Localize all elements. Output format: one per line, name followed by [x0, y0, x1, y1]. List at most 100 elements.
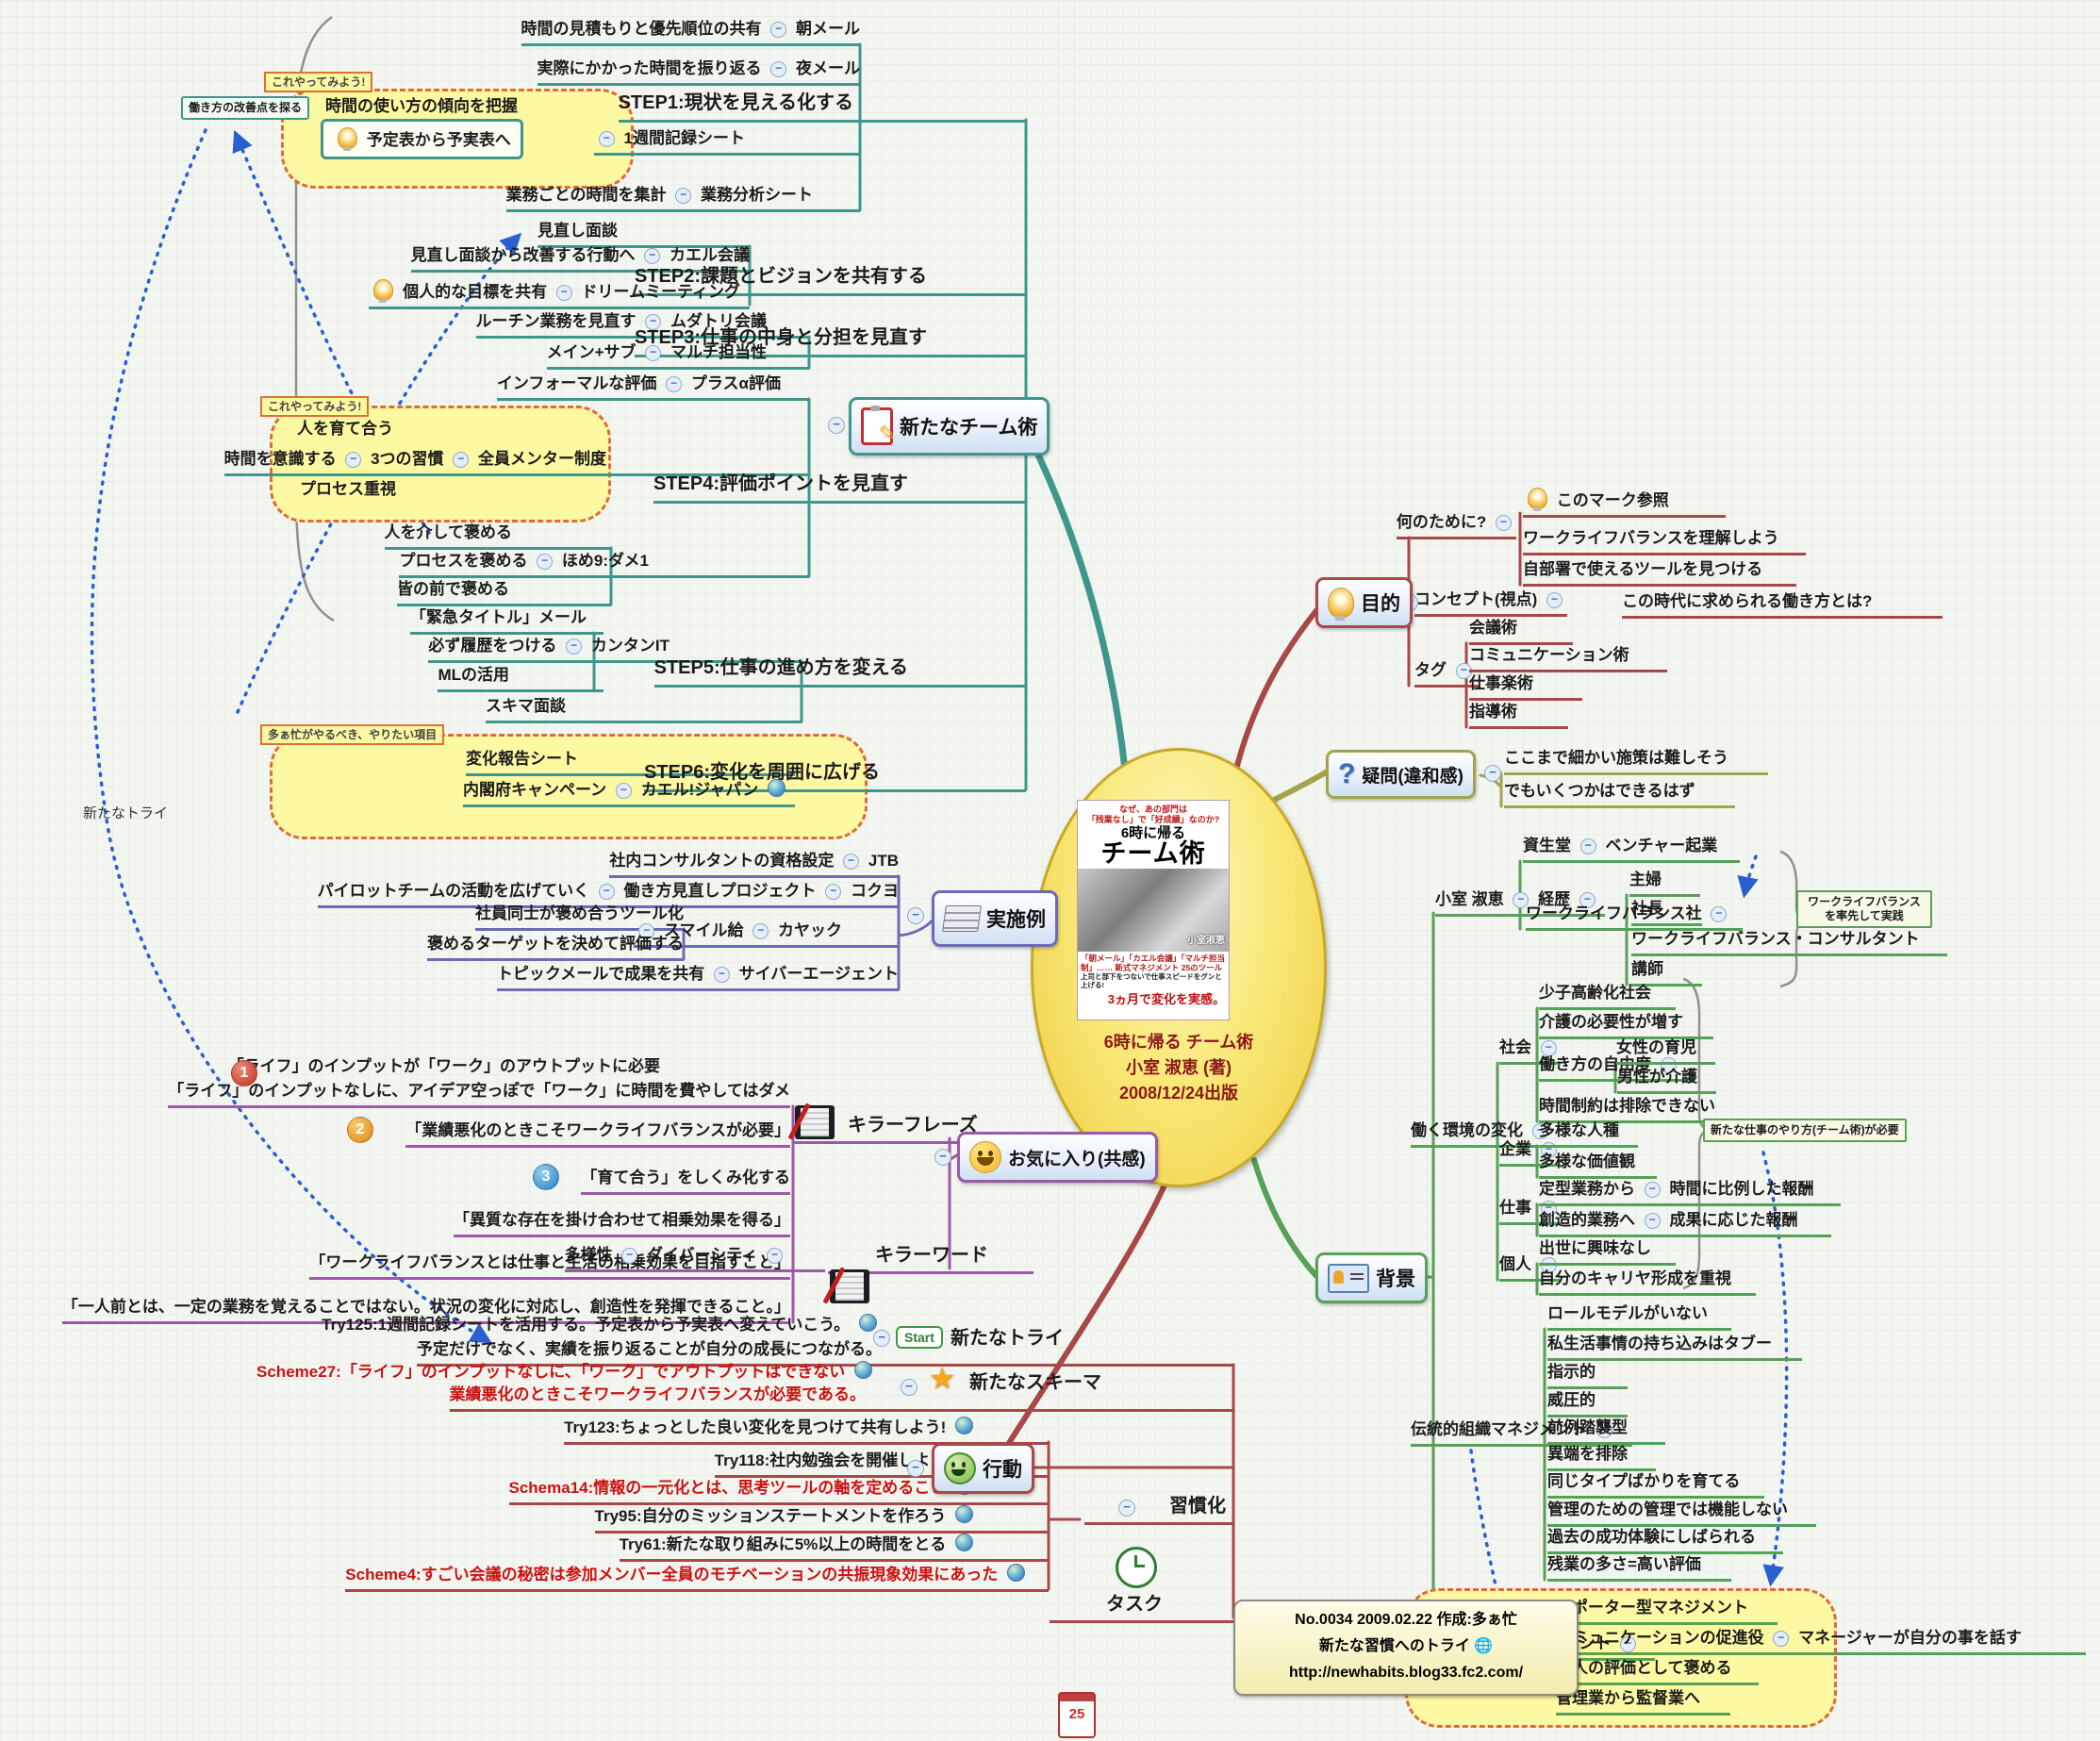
itan-haijo[interactable]: 異端を排除	[1547, 1444, 1656, 1471]
collapse-icon[interactable]: −	[638, 923, 655, 939]
shigoto-raku[interactable]: 仕事楽術	[1469, 673, 1582, 701]
gyomu-bunseki[interactable]: 業務ごとの時間を集計 − 業務分析シート	[505, 185, 860, 212]
praise-tool[interactable]: 社員同士が褒め合うツール化	[475, 904, 684, 931]
collapse-dot-kodo[interactable]: −	[907, 1460, 924, 1477]
shufu[interactable]: 主婦	[1629, 870, 1700, 897]
naninotameni[interactable]: 何のために? −	[1396, 512, 1516, 539]
quote4[interactable]: 「異質な存在を掛け合わせて相乗効果を得る」	[454, 1210, 790, 1237]
sukima-mendan[interactable]: スキマ面談	[486, 696, 802, 723]
habit-label[interactable]: 習慣化	[1084, 1494, 1233, 1525]
collapse-icon[interactable]: −	[1579, 838, 1596, 854]
topic-mokuteki[interactable]: 目的	[1315, 577, 1413, 628]
kanri-kantoku[interactable]: 管理業から監督業へ	[1556, 1688, 1730, 1716]
tanin-hyoka-homeru[interactable]: 他人の評価として褒める	[1556, 1658, 1759, 1685]
three-habits[interactable]: 時間を意識する − 3つの習慣 − 全員メンター制度	[223, 449, 809, 476]
zenrei-toshu[interactable]: 前例踏襲型	[1547, 1418, 1665, 1445]
shusse-kyomi-nashi[interactable]: 出世に興味なし	[1539, 1238, 1676, 1266]
collapse-dot-jisshirei[interactable]: −	[907, 907, 924, 924]
collapse-icon[interactable]: −	[1644, 1182, 1661, 1198]
collapse-icon[interactable]: −	[1711, 906, 1728, 922]
hito-sodateau[interactable]: 人を育て合う	[297, 420, 393, 438]
collapse-icon[interactable]: −	[1496, 515, 1512, 531]
collapse-icon[interactable]: −	[555, 285, 572, 301]
plus-alpha-hyoka[interactable]: インフォーマルな評価 − プラスα評価	[496, 373, 809, 401]
killer-word[interactable]: キラーワード	[828, 1243, 1033, 1274]
shidou-jutsu[interactable]: 指導術	[1469, 702, 1568, 729]
collapse-icon[interactable]: −	[1773, 1631, 1790, 1647]
dansei-kaigo[interactable]: 男性が介護	[1617, 1067, 1716, 1094]
kaigo-hitsuyo[interactable]: 介護の必要性が増す	[1539, 1012, 1713, 1039]
quote3[interactable]: 「育て合う」をしくみ化する	[581, 1168, 790, 1195]
collapse-icon[interactable]: −	[843, 854, 860, 870]
kokuyo[interactable]: パイロットチームの活動を広げていく − 働き方見直しプロジェクト − コクヨ	[317, 881, 899, 908]
quote1-line2[interactable]: 「ライフ」のインプットなしに、アイデア空っぽで「ワーク」に時間を費やしてはダメ	[168, 1081, 790, 1108]
yotei-yojitsu-box[interactable]: 予定表から予実表へ	[321, 119, 523, 159]
quote2[interactable]: 「業績悪化のときこそワークライフバランスが必要」	[405, 1120, 790, 1148]
kaeru-japan[interactable]: 内閣府キャンペーン − カエル!ジャパン	[463, 779, 795, 807]
dentouteki-mgmt[interactable]: 伝統的組織マネジメント −	[1411, 1419, 1632, 1447]
topic-gimon[interactable]: ? 疑問(違和感)	[1326, 750, 1476, 799]
collapse-dot-try[interactable]: −	[873, 1330, 890, 1347]
collapse-icon[interactable]: −	[645, 345, 662, 361]
role-model-inai[interactable]: ロールモデルがいない	[1547, 1303, 1731, 1331]
task-label[interactable]: タスク	[1050, 1592, 1233, 1623]
henka-hokoku-sheet[interactable]: 変化報告シート	[466, 749, 795, 776]
shiseido-venture[interactable]: 資生堂 − ベンチャー起業	[1523, 836, 1740, 863]
kaigijutsu[interactable]: 会議術	[1469, 618, 1573, 645]
komakai-shisaku[interactable]: ここまで細かい施策は難しそう	[1504, 748, 1768, 775]
cyber-agent[interactable]: トピックメールで成果を共有 − サイバーエージェント	[496, 964, 899, 991]
mudatori-kaigi[interactable]: ルーチン業務を見直す − ムダトリ会議	[475, 311, 809, 339]
quote5[interactable]: 「ワークライフバランスとは仕事と生活の相乗効果を目指すこと」	[309, 1252, 790, 1280]
jikan-seiyaku[interactable]: 時間制約は排除できない	[1539, 1096, 1742, 1123]
shakai[interactable]: 社会 −	[1499, 1037, 1561, 1065]
shacho[interactable]: 社長	[1631, 899, 1702, 926]
improve-workstyle-box[interactable]: 働き方の改善点を探る	[181, 96, 310, 120]
collapse-icon[interactable]: −	[1644, 1213, 1661, 1229]
teikei-gyomu[interactable]: 定型業務から − 時間に比例した報酬	[1539, 1179, 1841, 1206]
collapse-icon[interactable]: −	[566, 638, 583, 655]
step4[interactable]: STEP4:評価ポイントを見直す	[653, 472, 1026, 504]
shijiteki[interactable]: 指示的	[1547, 1362, 1628, 1389]
collapse-dot-schema[interactable]: −	[901, 1379, 918, 1396]
shoshi-korei[interactable]: 少子高齢化社会	[1539, 983, 1676, 1010]
step1[interactable]: STEP1:現状を見える化する	[618, 91, 1026, 123]
step2[interactable]: STEP2:課題とビジョンを共有する	[634, 264, 1026, 296]
supporter-mgmt[interactable]: サポーター型マネジメント	[1556, 1598, 1778, 1625]
collapse-icon[interactable]: −	[752, 923, 769, 939]
collapse-icon[interactable]: −	[621, 1248, 638, 1264]
onaji-type[interactable]: 同じタイプばかりを育てる	[1547, 1471, 1764, 1499]
wlb-rikai[interactable]: ワークライフバランスを理解しよう	[1523, 528, 1806, 555]
collapse-icon[interactable]: −	[598, 131, 615, 147]
tayou-kachikan[interactable]: 多様な価値観	[1539, 1152, 1657, 1179]
praise-target[interactable]: 褒めるターゲットを決めて評価する	[427, 934, 684, 961]
killer-phrase[interactable]: キラーフレーズ	[793, 1113, 1041, 1144]
zangyo-hyoka[interactable]: 残業の多さ=高い評価	[1547, 1554, 1731, 1582]
diversity[interactable]: 多様性 − ダイバーシティ −	[564, 1245, 825, 1272]
smile-kyu[interactable]: − スマイル給 − カヤック	[634, 920, 899, 948]
topic-haikei[interactable]: 背景	[1315, 1252, 1428, 1303]
collapse-icon[interactable]: −	[537, 554, 554, 570]
jibusho-tool[interactable]: 自部署で使えるツールを見つける	[1523, 559, 1796, 587]
concept[interactable]: コンセプト(視点) −	[1414, 589, 1568, 617]
process-jushi[interactable]: プロセス重視	[300, 480, 396, 498]
wlb-sha[interactable]: ワークライフバランス社 −	[1526, 904, 1743, 931]
souzou-gyomu[interactable]: 創造的業務へ − 成果に応じた報酬	[1539, 1210, 1831, 1237]
try61[interactable]: Try61:新たな取り組みに5%以上の時間をとる	[619, 1534, 1049, 1562]
collapse-icon[interactable]: −	[1546, 592, 1563, 608]
collapse-dot-gimon[interactable]: −	[1484, 765, 1501, 782]
yoru-mail[interactable]: 実際にかかった時間を振り返る − 夜メール	[537, 58, 860, 86]
new-schema-label[interactable]: 新たなスキーマ	[969, 1372, 1101, 1393]
jtb[interactable]: 社内コンサルタントの資格設定 − JTB	[609, 851, 899, 878]
collapse-dot-okiniiri[interactable]: −	[934, 1149, 951, 1166]
quote6[interactable]: 「一人前とは、一定の業務を覚えることではない。状況の変化に対応し、創造性を発揮で…	[61, 1297, 790, 1324]
collapse-icon[interactable]: −	[1540, 1040, 1557, 1056]
topic-kodo[interactable]: 行動	[932, 1443, 1034, 1494]
collapse-dot-newteam[interactable]: −	[828, 417, 845, 434]
topic-new-team-jutsu[interactable]: 新たなチーム術	[849, 397, 1050, 456]
praise-in-public[interactable]: 皆の前で褒める	[397, 579, 611, 606]
step6[interactable]: STEP6:変化を周囲に広げる	[643, 760, 1026, 792]
tag[interactable]: タグ −	[1414, 660, 1480, 688]
jidai-hatarakikata[interactable]: この時代に求められる働き方とは?	[1622, 591, 1943, 619]
wlb-consultant[interactable]: ワークライフバランス・コンサルタント	[1631, 929, 1947, 956]
grasp-time-usage[interactable]: 時間の使い方の傾向を把握	[325, 97, 518, 115]
